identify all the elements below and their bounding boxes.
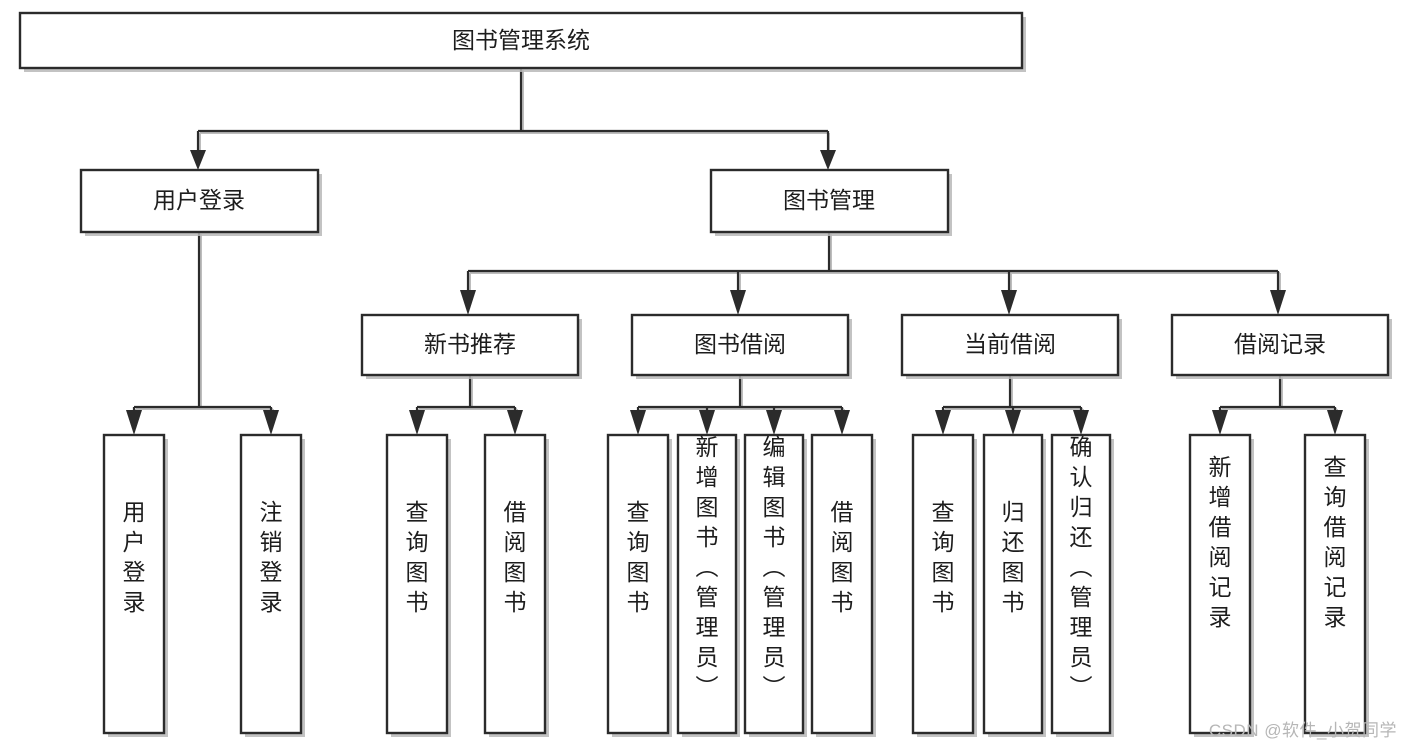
- leaf-confirm-return-box: [1050, 433, 1112, 735]
- book-manage-label: 图书管理: [783, 187, 875, 213]
- leaf-query-book-borrow-box: [606, 433, 670, 735]
- arrow-to-leaf-query-borrow-record: [1327, 410, 1343, 435]
- arrow-to-leaf-return-book: [1005, 410, 1021, 435]
- node-leaf-user-login[interactable]: 用户登录: [102, 433, 168, 737]
- arrow-to-borrow-record: [1270, 290, 1286, 315]
- connector-bookborrow-to-leaves: [630, 375, 850, 435]
- connector-layer: [126, 68, 1343, 435]
- node-new-book-recommend[interactable]: 新书推荐: [360, 313, 582, 379]
- user-login-label: 用户登录: [153, 187, 245, 213]
- user-login-box: [79, 168, 320, 234]
- arrow-to-new-book-recommend: [460, 290, 476, 315]
- leaf-query-book-current-label: 查询图书: [932, 499, 955, 615]
- current-borrow-box: [900, 313, 1120, 377]
- leaf-edit-book-label: 编辑图书︵管理员︶: [763, 434, 786, 700]
- leaf-add-book-label: 新增图书︵管理员︶: [696, 434, 719, 700]
- connector-root-to-level2: [190, 68, 836, 170]
- arrow-to-leaf-add-book: [699, 410, 715, 435]
- leaf-user-login-box: [102, 433, 166, 735]
- leaf-nodes-layer: 用户登录 注销登录 查询图书 借阅图书 查询图书: [102, 433, 1369, 737]
- leaf-return-book-box: [982, 433, 1044, 735]
- arrow-to-current-borrow: [1001, 290, 1017, 315]
- leaf-borrow-book-label: 借阅图书: [831, 499, 854, 615]
- leaf-borrow-book-recommend-box: [483, 433, 547, 735]
- leaf-query-book-recommend-label: 查询图书: [406, 499, 429, 615]
- leaf-logout-login-box: [239, 433, 303, 735]
- leaf-query-borrow-record-label: 查询借阅记录: [1324, 454, 1347, 630]
- arrow-to-leaf-query-book-current: [935, 410, 951, 435]
- node-leaf-borrow-book[interactable]: 借阅图书: [810, 433, 876, 737]
- arrow-to-leaf-logout-login: [263, 410, 279, 435]
- leaf-borrow-book-recommend-label: 借阅图书: [504, 499, 527, 615]
- node-leaf-add-book[interactable]: 新增图书︵管理员︶: [676, 433, 740, 737]
- current-borrow-label: 当前借阅: [964, 331, 1056, 357]
- node-root[interactable]: 图书管理系统: [18, 11, 1026, 72]
- node-leaf-logout-login[interactable]: 注销登录: [239, 433, 305, 737]
- arrow-to-leaf-borrow-book: [834, 410, 850, 435]
- book-borrow-label: 图书借阅: [694, 331, 786, 357]
- leaf-confirm-return-label: 确认归还︵管理员︶: [1070, 434, 1093, 700]
- connector-borrowrecord-to-leaves: [1212, 375, 1343, 435]
- arrow-to-leaf-query-book-recommend: [409, 410, 425, 435]
- leaf-edit-book-box: [743, 433, 805, 735]
- borrow-record-label: 借阅记录: [1234, 331, 1326, 357]
- node-leaf-borrow-book-recommend[interactable]: 借阅图书: [483, 433, 549, 737]
- leaf-query-book-current-box: [911, 433, 975, 735]
- arrow-to-user-login: [190, 150, 206, 170]
- node-leaf-return-book[interactable]: 归还图书: [982, 433, 1046, 737]
- connector-currentborrow-to-leaves: [935, 375, 1089, 435]
- leaf-query-book-borrow-label: 查询图书: [627, 499, 650, 615]
- arrow-to-leaf-edit-book: [766, 410, 782, 435]
- connector-bookmanage-to-level3: [460, 232, 1286, 315]
- node-user-login[interactable]: 用户登录: [79, 168, 322, 236]
- book-manage-box: [709, 168, 950, 234]
- leaf-add-book-box: [676, 433, 738, 735]
- root-box: [18, 11, 1024, 70]
- new-book-recommend-label: 新书推荐: [424, 331, 516, 357]
- arrow-to-leaf-borrow-book-recommend: [507, 410, 523, 435]
- arrow-to-leaf-add-borrow-record: [1212, 410, 1228, 435]
- arrow-to-leaf-query-book-borrow: [630, 410, 646, 435]
- arrow-to-book-manage: [820, 150, 836, 170]
- connector-userlogin-to-leaves: [126, 232, 279, 435]
- leaf-query-borrow-record-box: [1303, 433, 1367, 735]
- csdn-watermark: CSDN @软件_小贺同学: [1208, 721, 1397, 740]
- leaf-add-borrow-record-box: [1188, 433, 1252, 735]
- node-book-manage[interactable]: 图书管理: [709, 168, 952, 236]
- borrow-record-box: [1170, 313, 1390, 377]
- book-borrow-box: [630, 313, 850, 377]
- node-current-borrow[interactable]: 当前借阅: [900, 313, 1122, 379]
- leaf-query-book-recommend-box: [385, 433, 449, 735]
- node-leaf-edit-book[interactable]: 编辑图书︵管理员︶: [743, 433, 807, 737]
- node-book-borrow[interactable]: 图书借阅: [630, 313, 852, 379]
- node-leaf-query-book-recommend[interactable]: 查询图书: [385, 433, 451, 737]
- root-label: 图书管理系统: [452, 27, 590, 53]
- arrow-to-book-borrow: [730, 290, 746, 315]
- leaf-logout-login-label: 注销登录: [260, 499, 283, 615]
- leaf-user-login-label: 用户登录: [123, 499, 146, 615]
- leaf-add-borrow-record-label: 新增借阅记录: [1209, 454, 1232, 630]
- node-leaf-query-book-current[interactable]: 查询图书: [911, 433, 977, 737]
- node-leaf-confirm-return[interactable]: 确认归还︵管理员︶: [1050, 433, 1114, 737]
- connector-newbook-to-leaves: [409, 375, 523, 435]
- leaf-return-book-label: 归还图书: [1002, 499, 1025, 615]
- node-leaf-query-borrow-record[interactable]: 查询借阅记录: [1303, 433, 1369, 737]
- arrow-to-leaf-confirm-return: [1073, 410, 1089, 435]
- node-borrow-record[interactable]: 借阅记录: [1170, 313, 1392, 379]
- node-leaf-add-borrow-record[interactable]: 新增借阅记录: [1188, 433, 1254, 737]
- leaf-borrow-book-box: [810, 433, 874, 735]
- new-book-recommend-box: [360, 313, 580, 377]
- node-leaf-query-book-borrow[interactable]: 查询图书: [606, 433, 672, 737]
- arrow-to-leaf-user-login: [126, 410, 142, 435]
